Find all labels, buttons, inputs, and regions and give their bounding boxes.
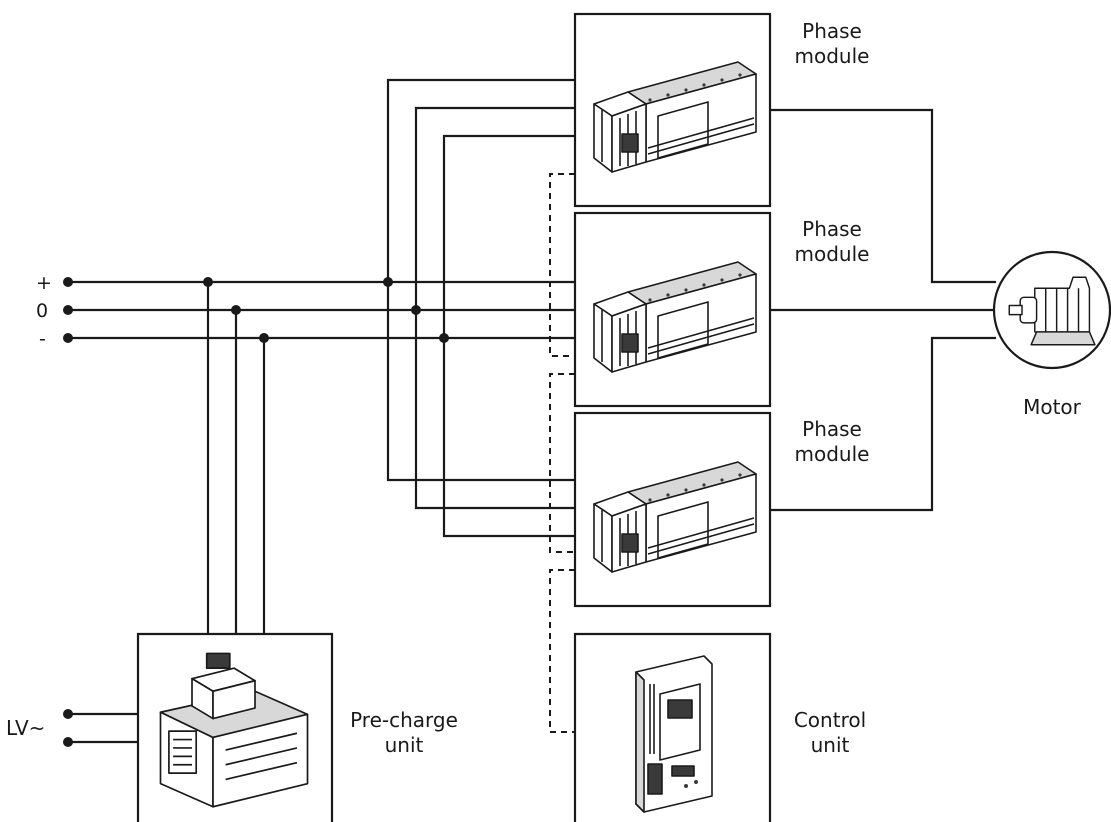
phase-module-label-1: Phase [802,19,862,43]
junction-dots [63,277,449,747]
bus-label-zero: 0 [36,300,48,322]
phase-module-1: Phase module [573,12,870,208]
control-unit: Control unit [573,632,866,822]
control-unit-icon [635,655,713,813]
phase-module-label-2: module [795,442,870,466]
control-label-1: Control [794,708,866,732]
lv-input-label: LV~ [6,716,45,740]
phase-module-label-1: Phase [802,217,862,241]
phase-module-3: Phase module [573,411,870,608]
phase-module-label-2: module [795,242,870,266]
precharge-label-1: Pre-charge [350,708,458,732]
precharge-unit: Pre-charge unit LV~ [6,632,458,822]
phase-module-label-2: module [795,44,870,68]
bus-label-minus: - [39,328,46,350]
motor: Motor [992,250,1111,419]
control-label-2: unit [811,733,850,757]
bus-label-plus: + [36,272,52,294]
phase-module-label-1: Phase [802,417,862,441]
motor-label: Motor [1023,395,1082,419]
phase-module-2: Phase module [573,211,870,408]
precharge-label-2: unit [385,733,424,757]
motor-wiring [770,108,996,512]
control-signal-wiring [549,173,575,733]
